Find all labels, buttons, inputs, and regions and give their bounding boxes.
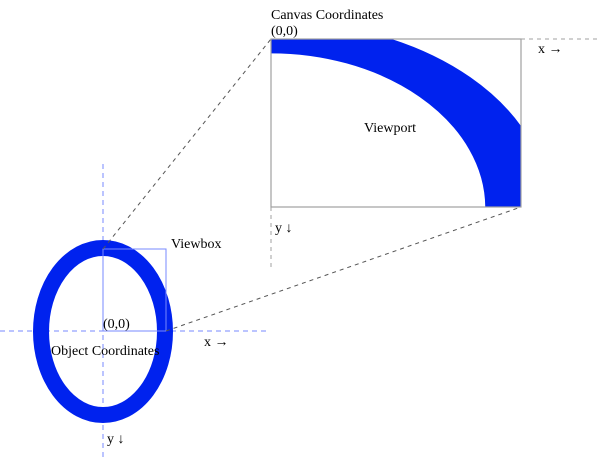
object-origin-label: (0,0) bbox=[103, 317, 130, 332]
canvas-title: Canvas Coordinates bbox=[271, 8, 383, 23]
viewbox-rect bbox=[102, 248, 167, 332]
projection-line-top bbox=[102, 38, 272, 250]
canvas-x-axis-label: x → bbox=[538, 42, 563, 57]
projection-line-bottom bbox=[165, 206, 522, 332]
viewport-rect bbox=[270, 38, 522, 208]
viewport-label: Viewport bbox=[364, 121, 416, 136]
canvas-origin-label: (0,0) bbox=[271, 24, 298, 39]
object-x-axis-label: x → bbox=[204, 335, 229, 350]
viewbox-label: Viewbox bbox=[171, 237, 221, 252]
canvas-y-axis-label: y ↓ bbox=[275, 221, 293, 236]
object-y-axis-label: y ↓ bbox=[107, 432, 125, 447]
object-title: Object Coordinates bbox=[51, 344, 159, 359]
